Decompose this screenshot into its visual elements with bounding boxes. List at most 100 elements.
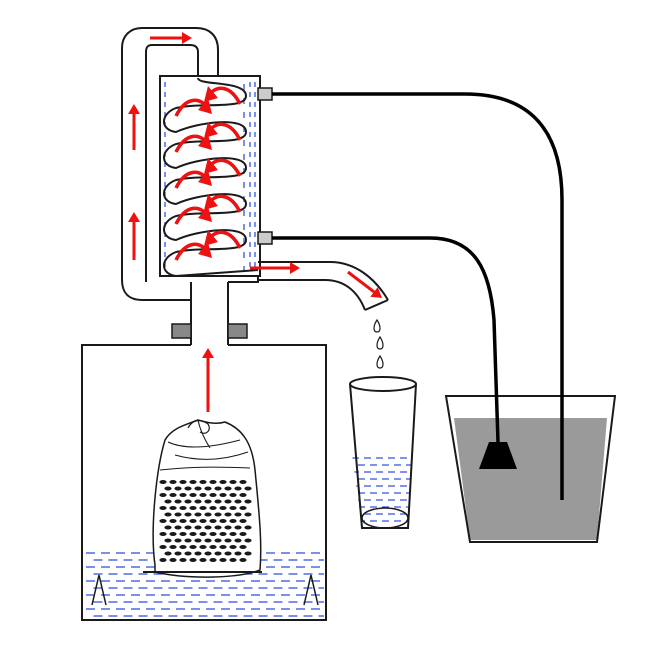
grain-dot: [244, 512, 252, 517]
grain-dot: [234, 551, 242, 556]
grain-dot: [229, 558, 237, 562]
grain-dot: [159, 532, 167, 536]
grain-dot: [199, 519, 207, 523]
mash-bag-knot: [187, 419, 210, 434]
grain-dot: [199, 480, 207, 484]
grain-dot: [189, 545, 197, 549]
grain-dot: [194, 486, 202, 491]
grain-dot: [209, 506, 217, 510]
grain-dot: [234, 538, 242, 543]
column-outer-wall: [121, 27, 219, 301]
grain-dot: [199, 506, 207, 510]
grain-dot: [234, 512, 242, 517]
glass-base: [361, 507, 409, 529]
grain-dot: [219, 558, 227, 562]
cooling-tubes: [272, 92, 564, 500]
pump-icon: [479, 442, 517, 469]
grain-dot: [184, 551, 192, 556]
grain-dot: [204, 499, 212, 504]
steam-arrow-icon: [204, 158, 242, 177]
grain-dot: [224, 486, 232, 491]
steam-flow-arrows: [128, 32, 382, 412]
grain-dot: [189, 493, 197, 497]
grain-dot: [209, 545, 217, 549]
grain-dot: [229, 506, 237, 510]
grain-dot: [164, 486, 172, 491]
grain-dot: [209, 480, 217, 484]
grain-dot: [229, 532, 237, 536]
grain-dot: [164, 525, 172, 530]
steam-arrow-icon: [204, 194, 242, 213]
collection-glass: [349, 376, 417, 529]
grain-dot: [159, 493, 167, 497]
grain-dot: [194, 499, 202, 504]
grain-dot: [234, 525, 242, 530]
grain-dot: [199, 532, 207, 536]
grain-dot: [189, 558, 197, 562]
output-pipe-top: [258, 261, 389, 301]
grain-dot: [239, 558, 247, 562]
grain-dot: [194, 512, 202, 517]
grain-dot: [224, 525, 232, 530]
tank-leg-right: [303, 574, 319, 606]
mash-bag-folds: [159, 419, 251, 471]
grain-dot: [179, 545, 187, 549]
grain-dot: [229, 545, 237, 549]
grain-dot: [179, 519, 187, 523]
grain-dot: [169, 506, 177, 510]
grain-dot: [244, 525, 252, 530]
droplet-icon: [376, 335, 384, 350]
tank-outline: [81, 344, 327, 621]
steam-arrow-icon: [347, 270, 382, 298]
grain-dot: [204, 538, 212, 543]
grain-dot: [174, 525, 182, 530]
condenser-coil: [163, 77, 259, 278]
grain-dot: [244, 551, 252, 556]
grain-dot: [159, 506, 167, 510]
tube-supply: [272, 236, 500, 443]
droplet-icon: [373, 318, 381, 333]
steam-arrow-icon: [174, 98, 212, 117]
grain-dot: [219, 506, 227, 510]
output-pipe-bottom: [258, 279, 366, 311]
grain-dot: [219, 545, 227, 549]
cooling-bucket: [444, 395, 617, 543]
grain-dot: [214, 499, 222, 504]
grain-dot: [179, 493, 187, 497]
grain-dot: [174, 486, 182, 491]
grain-dot: [234, 486, 242, 491]
grain-dot: [204, 486, 212, 491]
grain-dot: [204, 551, 212, 556]
grain-dot: [239, 493, 247, 497]
grain-dot: [219, 519, 227, 523]
grain-dot: [169, 480, 177, 484]
grain-dot: [239, 545, 247, 549]
grain-dot: [244, 486, 252, 491]
grain-dot: [224, 499, 232, 504]
column-inner-wall: [145, 44, 259, 283]
bucket-water: [454, 418, 607, 540]
steam-arrow-icon: [204, 122, 242, 141]
grain-dot: [194, 525, 202, 530]
grain-dot: [189, 506, 197, 510]
grain-dot: [194, 538, 202, 543]
steam-arrow-icon: [128, 212, 140, 260]
water-inlet-fitting: [257, 231, 273, 245]
grain-dot: [159, 480, 167, 484]
grain-dot: [169, 493, 177, 497]
grain-dot: [199, 545, 207, 549]
grain-dot: [159, 558, 167, 562]
grain-dot: [239, 480, 247, 484]
grain-dot: [219, 532, 227, 536]
grain-dot: [244, 499, 252, 504]
mash-bag: [143, 419, 262, 578]
steam-arrow-icon: [174, 134, 212, 153]
vapor-neck: [171, 282, 248, 345]
grain-dot: [239, 532, 247, 536]
grain-dot: [169, 545, 177, 549]
grain-dot: [184, 499, 192, 504]
grain-dot: [209, 519, 217, 523]
grain-dot: [174, 512, 182, 517]
grain-dot: [194, 551, 202, 556]
